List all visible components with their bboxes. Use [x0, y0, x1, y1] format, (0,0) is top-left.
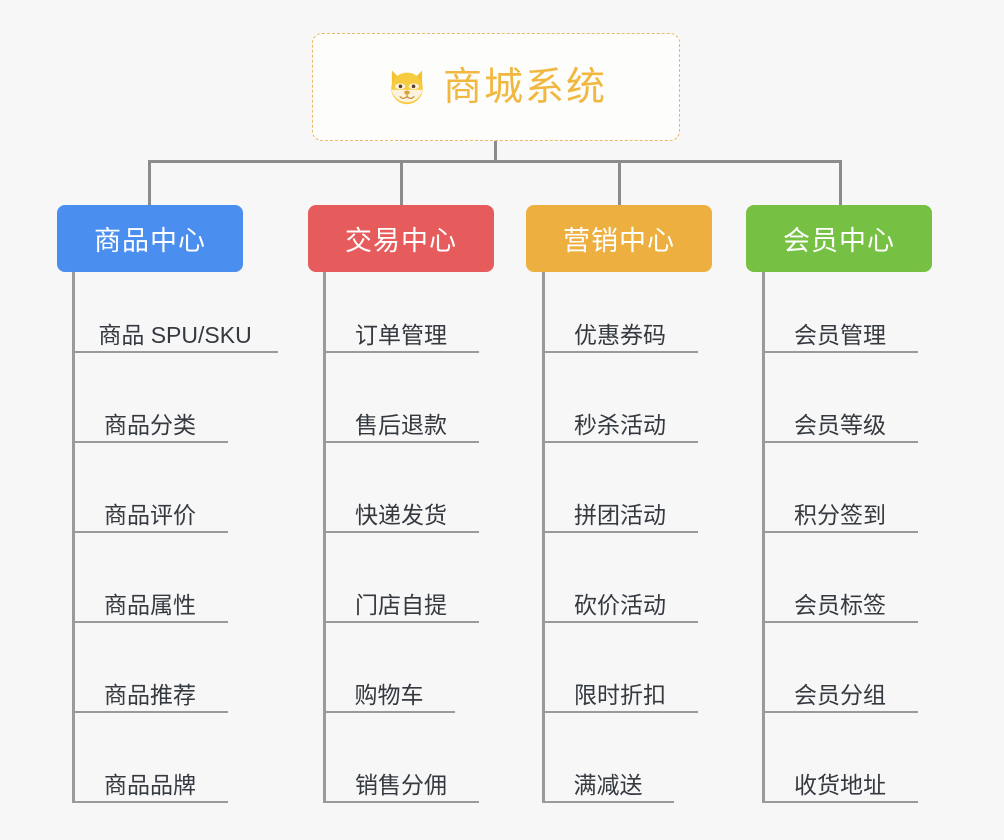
leaf-item-3-4[interactable]: 砍价活动	[542, 592, 698, 623]
leaf-item-4-2[interactable]: 会员等级	[762, 412, 918, 443]
leaf-label-1-3: 商品评价	[104, 501, 196, 528]
leaf-label-1-1: 商品 SPU/SKU	[98, 321, 252, 348]
leaf-item-3-1[interactable]: 优惠券码	[542, 322, 698, 353]
leaf-item-3-6[interactable]: 满减送	[542, 772, 674, 803]
leaf-rule-2-1	[323, 351, 479, 353]
leaf-item-2-4[interactable]: 门店自提	[323, 592, 479, 623]
connector-drop-2	[400, 160, 403, 205]
leaf-item-1-6[interactable]: 商品品牌	[72, 772, 228, 803]
leaf-item-1-3[interactable]: 商品评价	[72, 502, 228, 533]
leaf-item-2-5[interactable]: 购物车	[323, 682, 455, 713]
leaf-item-2-2[interactable]: 售后退款	[323, 412, 479, 443]
leaf-label-2-6: 销售分佣	[355, 771, 447, 798]
leaf-rule-1-5	[72, 711, 228, 713]
leaf-rule-4-2	[762, 441, 918, 443]
leaf-item-4-6[interactable]: 收货地址	[762, 772, 918, 803]
leaf-rule-3-4	[542, 621, 698, 623]
leaf-rule-1-4	[72, 621, 228, 623]
leaf-label-3-2: 秒杀活动	[574, 411, 666, 438]
category-box-2[interactable]: 交易中心	[308, 205, 494, 272]
leaf-label-1-5: 商品推荐	[104, 681, 196, 708]
category-label-1: 商品中心	[94, 226, 206, 256]
leaf-rule-1-3	[72, 531, 228, 533]
leaf-label-2-5: 购物车	[354, 681, 424, 708]
leaf-rule-2-6	[323, 801, 479, 803]
leaf-item-4-5[interactable]: 会员分组	[762, 682, 918, 713]
leaf-label-2-3: 快递发货	[355, 501, 447, 528]
leaf-label-4-6: 收货地址	[794, 771, 886, 798]
category-label-2: 交易中心	[345, 226, 457, 256]
leaf-rule-4-1	[762, 351, 918, 353]
leaf-label-1-6: 商品品牌	[104, 771, 196, 798]
leaf-rule-2-4	[323, 621, 479, 623]
leaf-label-2-4: 门店自提	[355, 591, 447, 618]
branch-spine-2	[323, 272, 326, 802]
leaf-label-3-4: 砍价活动	[574, 591, 666, 618]
leaf-label-3-1: 优惠券码	[574, 321, 666, 348]
leaf-rule-4-3	[762, 531, 918, 533]
category-box-3[interactable]: 营销中心	[526, 205, 712, 272]
category-label-4: 会员中心	[783, 226, 895, 256]
leaf-item-1-4[interactable]: 商品属性	[72, 592, 228, 623]
leaf-item-3-5[interactable]: 限时折扣	[542, 682, 698, 713]
connector-drop-4	[839, 160, 842, 205]
connector-horizontal-bus	[148, 160, 842, 163]
leaf-item-2-3[interactable]: 快递发货	[323, 502, 479, 533]
leaf-item-3-3[interactable]: 拼团活动	[542, 502, 698, 533]
leaf-rule-3-3	[542, 531, 698, 533]
leaf-rule-3-5	[542, 711, 698, 713]
leaf-item-4-3[interactable]: 积分签到	[762, 502, 918, 533]
leaf-rule-1-1	[72, 351, 278, 353]
leaf-label-2-1: 订单管理	[355, 321, 447, 348]
category-label-3: 营销中心	[563, 226, 675, 256]
branch-spine-1	[72, 272, 75, 802]
branch-spine-4	[762, 272, 765, 802]
leaf-rule-1-2	[72, 441, 228, 443]
root-node-label: 商城系统	[442, 65, 607, 109]
category-box-4[interactable]: 会员中心	[746, 205, 932, 272]
leaf-label-3-3: 拼团活动	[574, 501, 666, 528]
leaf-label-1-4: 商品属性	[104, 591, 196, 618]
leaf-rule-2-3	[323, 531, 479, 533]
connector-root-stub	[494, 141, 497, 163]
leaf-label-3-6: 满减送	[573, 771, 643, 798]
shiba-dog-face-icon	[391, 70, 423, 105]
leaf-label-4-1: 会员管理	[794, 321, 886, 348]
leaf-item-4-1[interactable]: 会员管理	[762, 322, 918, 353]
leaf-label-1-2: 商品分类	[104, 411, 196, 438]
leaf-item-2-1[interactable]: 订单管理	[323, 322, 479, 353]
leaf-label-4-4: 会员标签	[794, 591, 886, 618]
leaf-rule-3-6	[542, 801, 674, 803]
branch-spine-3	[542, 272, 545, 802]
category-box-1[interactable]: 商品中心	[57, 205, 243, 272]
leaf-rule-4-6	[762, 801, 918, 803]
leaf-label-3-5: 限时折扣	[574, 681, 666, 708]
leaf-item-1-1[interactable]: 商品 SPU/SKU	[72, 322, 278, 353]
leaf-rule-1-6	[72, 801, 228, 803]
leaf-label-4-2: 会员等级	[794, 411, 886, 438]
leaf-label-2-2: 售后退款	[355, 411, 447, 438]
leaf-item-1-2[interactable]: 商品分类	[72, 412, 228, 443]
leaf-rule-2-5	[323, 711, 455, 713]
leaf-rule-4-5	[762, 711, 918, 713]
leaf-rule-4-4	[762, 621, 918, 623]
leaf-item-4-4[interactable]: 会员标签	[762, 592, 918, 623]
leaf-label-4-3: 积分签到	[794, 501, 886, 528]
leaf-rule-2-2	[323, 441, 479, 443]
connector-drop-1	[148, 160, 151, 205]
leaf-label-4-5: 会员分组	[794, 681, 886, 708]
connector-drop-3	[618, 160, 621, 205]
root-node-shop-system[interactable]: 商城系统	[312, 33, 680, 141]
leaf-item-3-2[interactable]: 秒杀活动	[542, 412, 698, 443]
leaf-item-2-6[interactable]: 销售分佣	[323, 772, 479, 803]
leaf-rule-3-1	[542, 351, 698, 353]
leaf-item-1-5[interactable]: 商品推荐	[72, 682, 228, 713]
leaf-rule-3-2	[542, 441, 698, 443]
